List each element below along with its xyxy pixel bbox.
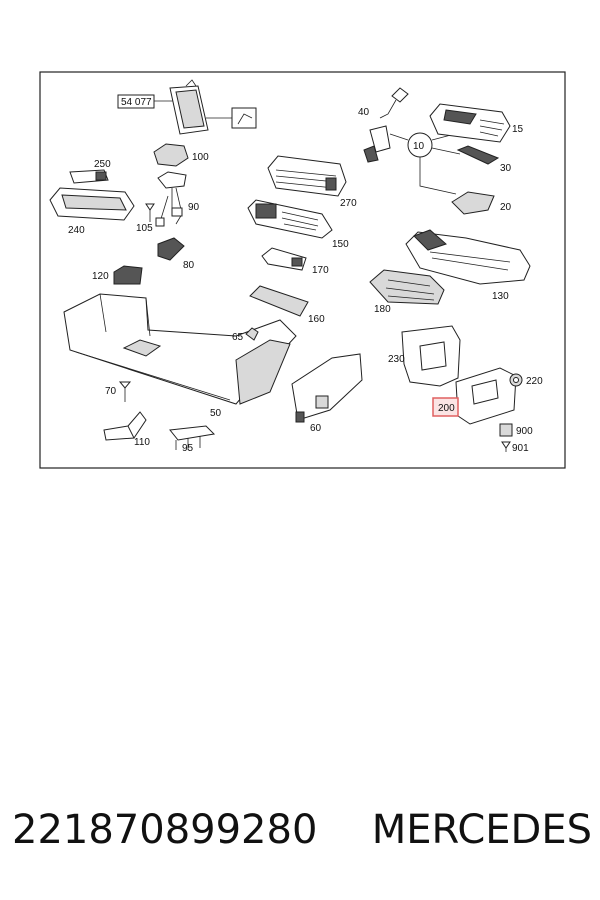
part-80 bbox=[157, 237, 185, 261]
callout-80: 80 bbox=[183, 260, 195, 271]
part-240 bbox=[49, 187, 135, 221]
manual-part bbox=[169, 79, 209, 135]
part-50 bbox=[63, 293, 297, 405]
callout-100: 100 bbox=[192, 152, 209, 163]
callout-95: 95 bbox=[182, 443, 194, 454]
part-110 bbox=[103, 411, 147, 441]
reference-box bbox=[117, 94, 155, 109]
part-15 bbox=[429, 103, 511, 143]
callout-20: 20 bbox=[500, 202, 512, 213]
part-30 bbox=[456, 145, 500, 165]
callout-50: 50 bbox=[210, 408, 222, 419]
part-65 bbox=[245, 327, 259, 341]
callout-160: 160 bbox=[308, 314, 325, 325]
part-95 bbox=[169, 425, 216, 450]
part-180 bbox=[369, 269, 445, 305]
callout-220: 220 bbox=[526, 376, 543, 387]
callout-240: 240 bbox=[68, 225, 85, 236]
part-70 bbox=[118, 381, 132, 402]
part-60 bbox=[291, 353, 363, 423]
callout-130: 130 bbox=[492, 291, 509, 302]
part-40 bbox=[363, 87, 409, 163]
part-220 bbox=[509, 373, 523, 387]
callout-901: 901 bbox=[512, 443, 529, 454]
callout-65: 65 bbox=[232, 332, 244, 343]
callout-40: 40 bbox=[358, 107, 370, 118]
part-130 bbox=[405, 229, 531, 285]
part-number: 221870899280 bbox=[12, 807, 318, 853]
reference-label: 54 077 bbox=[121, 97, 152, 108]
callout-270: 270 bbox=[340, 198, 357, 209]
caption: 221870899280 MERCEDES bbox=[12, 800, 592, 860]
parts-diagram: 54 077 250 240 100 90 105 80 bbox=[39, 71, 566, 469]
callout-180: 180 bbox=[374, 304, 391, 315]
callout-70: 70 bbox=[105, 386, 117, 397]
callout-105: 105 bbox=[136, 223, 153, 234]
part-200 bbox=[455, 367, 517, 425]
part-120 bbox=[113, 265, 143, 285]
part-170 bbox=[261, 247, 307, 271]
highlight-box bbox=[432, 397, 459, 417]
part-105 bbox=[145, 203, 155, 222]
part-270 bbox=[267, 155, 347, 197]
part-901 bbox=[501, 441, 511, 452]
callout-230: 230 bbox=[388, 354, 405, 365]
part-160 bbox=[249, 285, 309, 317]
part-20 bbox=[451, 191, 495, 215]
callout-15: 15 bbox=[512, 124, 524, 135]
callout-900: 900 bbox=[516, 426, 533, 437]
callout-90: 90 bbox=[188, 202, 200, 213]
callout-170: 170 bbox=[312, 265, 329, 276]
callout-30: 30 bbox=[500, 163, 512, 174]
brand-name: MERCEDES bbox=[371, 807, 592, 853]
callout-120: 120 bbox=[92, 271, 109, 282]
callout-60: 60 bbox=[310, 423, 322, 434]
part-150 bbox=[247, 199, 333, 239]
part-250 bbox=[69, 169, 109, 184]
part-900 bbox=[499, 423, 513, 437]
part-100 bbox=[153, 143, 189, 167]
callout-110: 110 bbox=[134, 437, 150, 448]
part-90 bbox=[155, 171, 187, 227]
part-230 bbox=[401, 325, 461, 387]
callout-10: 10 bbox=[413, 141, 425, 152]
callout-250: 250 bbox=[94, 159, 111, 170]
note-icon bbox=[231, 107, 257, 129]
callout-150: 150 bbox=[332, 239, 349, 250]
callout-200: 200 bbox=[438, 403, 455, 414]
